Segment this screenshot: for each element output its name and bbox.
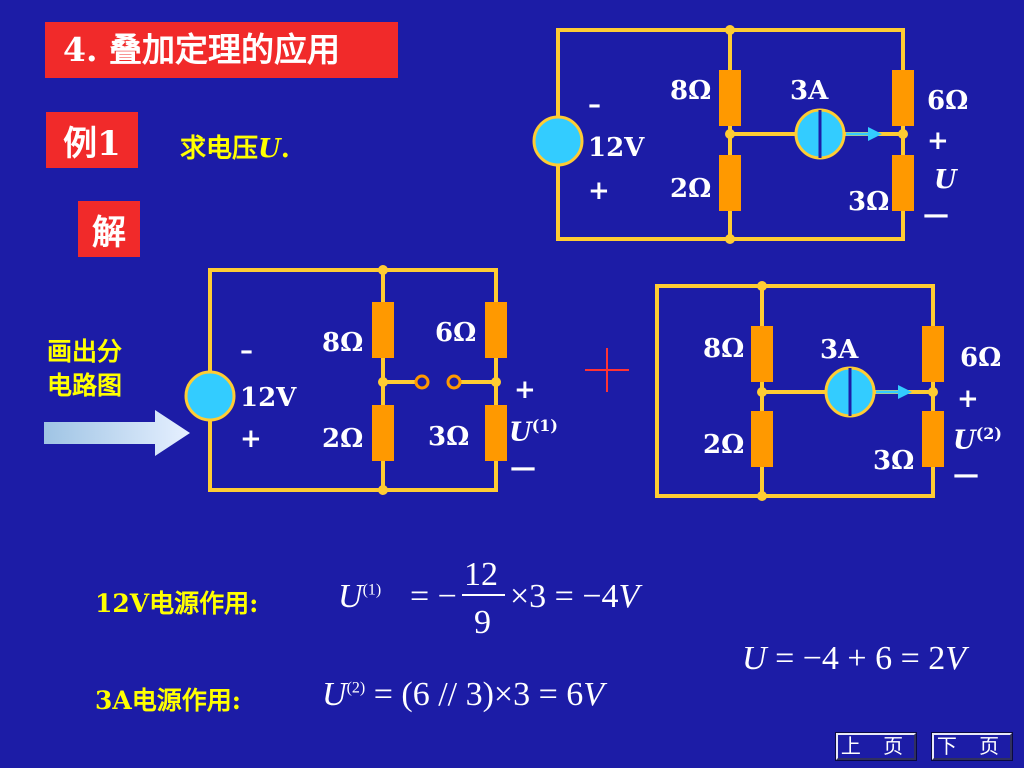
resistor-icon <box>892 155 914 211</box>
c1-u-sup: (1) <box>531 416 558 435</box>
resistor-icon <box>751 411 773 467</box>
c2-u-label: U(2) <box>953 426 1002 454</box>
main-r-bot-right: 3Ω <box>848 187 890 217</box>
equation-2-label: 3A电源作用: <box>95 686 242 715</box>
plus-sign-icon <box>585 348 629 392</box>
question-text: 求电压U. <box>180 128 290 165</box>
resistor-icon <box>485 302 507 358</box>
resistor-icon <box>372 405 394 461</box>
open-terminal-icon <box>446 374 462 390</box>
eq1-rest: ×3 = −4V <box>510 580 639 614</box>
main-src-minus: – <box>588 90 601 120</box>
resistor-icon <box>922 411 944 467</box>
c2-r-top-right: 6Ω <box>960 343 1002 373</box>
resistor-icon <box>719 70 741 126</box>
c1-src-value: 12V <box>240 383 297 413</box>
voltage-source-icon <box>532 115 584 167</box>
resistor-icon <box>372 302 394 358</box>
c1-src-minus: – <box>240 336 253 366</box>
main-current-src: 3A <box>790 76 829 106</box>
eq1-unit: V <box>618 578 640 615</box>
main-r-top-left: 8Ω <box>670 76 712 106</box>
draw-note-line1: 画出分 <box>47 337 123 366</box>
c2-current-src: 3A <box>820 335 859 365</box>
current-source-icon <box>794 108 882 160</box>
resistor-icon <box>485 405 507 461</box>
eq1-frac-den: 9 <box>474 604 491 641</box>
question-var: U <box>258 134 281 164</box>
equation-2: U(2) = (6 // 3)×3 = 6V <box>322 678 604 712</box>
result-unit: V <box>945 640 967 677</box>
c1-r-bot-left: 2Ω <box>322 424 364 454</box>
next-page-button[interactable]: 下 页 <box>931 732 1013 761</box>
open-terminal-icon <box>414 374 430 390</box>
result-equation: U = −4 + 6 = 2V <box>742 642 966 676</box>
equation-1-lhs: U(1) <box>338 580 381 614</box>
main-r-bot-left: 2Ω <box>670 174 712 204</box>
c1-u-var: U <box>509 417 532 448</box>
c1-u-label: U(1) <box>509 418 558 446</box>
eq1-lhs-sup: (1) <box>362 581 382 599</box>
big-arrow-icon <box>44 410 190 456</box>
resistor-icon <box>892 70 914 126</box>
circuit-2-components <box>751 281 944 501</box>
example-tag: 例1 <box>46 112 138 168</box>
c1-r-top-left: 8Ω <box>322 328 364 358</box>
main-r-top-right: 6Ω <box>927 86 969 116</box>
resistor-icon <box>751 326 773 382</box>
c1-src-plus: + <box>240 424 262 454</box>
c1-r-bot-right: 3Ω <box>428 422 470 452</box>
eq2-lhs-sup: (2) <box>346 679 366 697</box>
c2-r-top-left: 8Ω <box>703 334 745 364</box>
question-prefix: 求电压 <box>180 134 259 164</box>
resistor-icon <box>719 155 741 211</box>
eq1-eq-minus: = − <box>410 578 457 615</box>
voltage-source-icon <box>184 370 236 422</box>
c2-r-bot-left: 2Ω <box>703 430 745 460</box>
result-rhs: = −4 + 6 = 2 <box>775 640 946 677</box>
eq2-unit: V <box>583 676 605 713</box>
question-suffix: . <box>280 134 290 164</box>
c2-r-bot-right: 3Ω <box>873 446 915 476</box>
draw-note: 画出分 电路图 <box>47 335 122 403</box>
result-var: U <box>742 640 767 677</box>
c1-u-plus: + <box>514 375 536 405</box>
eq1-rest-text: ×3 = −4 <box>510 578 619 615</box>
draw-note-line2: 电路图 <box>47 371 123 400</box>
main-u-minus: — <box>923 200 949 230</box>
c2-u-var: U <box>953 425 976 456</box>
circuit-main-components <box>532 25 914 244</box>
c1-r-top-right: 6Ω <box>435 318 477 348</box>
resistor-icon <box>922 326 944 382</box>
eq2-lhs-var: U <box>322 676 347 713</box>
c1-u-minus: — <box>510 453 536 483</box>
c2-u-minus: — <box>953 460 979 490</box>
c2-u-sup: (2) <box>975 424 1002 443</box>
c2-u-plus: + <box>957 384 979 414</box>
circuit-1-components <box>184 265 507 495</box>
main-u-plus: + <box>927 126 949 156</box>
main-src-value: 12V <box>588 133 645 163</box>
main-src-plus: + <box>588 176 610 206</box>
eq2-rhs: = (6 // 3)×3 = 6 <box>373 676 584 713</box>
prev-page-button[interactable]: 上 页 <box>835 732 917 761</box>
equation-1-label: 12V电源作用: <box>95 589 259 618</box>
main-u-var: U <box>934 165 957 195</box>
solution-tag: 解 <box>78 201 140 257</box>
eq1-frac-num: 12 <box>464 556 498 593</box>
current-source-icon <box>824 366 912 418</box>
eq1-lhs-var: U <box>338 578 363 615</box>
page-title: 4. 叠加定理的应用 <box>45 22 398 78</box>
